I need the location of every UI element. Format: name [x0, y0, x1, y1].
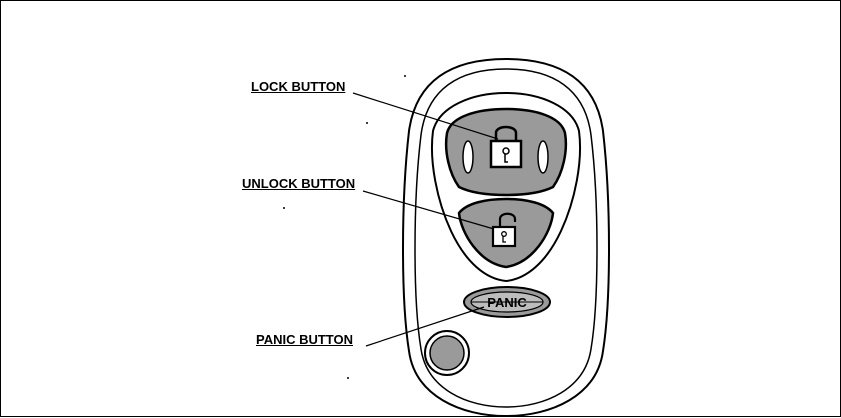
- key-ring-hole: [425, 331, 469, 375]
- panic-button[interactable]: PANIC: [464, 287, 550, 317]
- unlock-button-label: UNLOCK BUTTON: [242, 176, 355, 191]
- speck: [347, 377, 349, 379]
- speck: [283, 207, 285, 209]
- panic-button-label: PANIC BUTTON: [256, 332, 353, 347]
- speck: [404, 75, 406, 77]
- speck: [366, 122, 368, 124]
- lock-button-left-slot: [463, 141, 473, 173]
- panic-leader-line: [366, 307, 484, 346]
- lock-button-label: LOCK BUTTON: [251, 79, 345, 94]
- lock-button-right-slot: [538, 141, 548, 173]
